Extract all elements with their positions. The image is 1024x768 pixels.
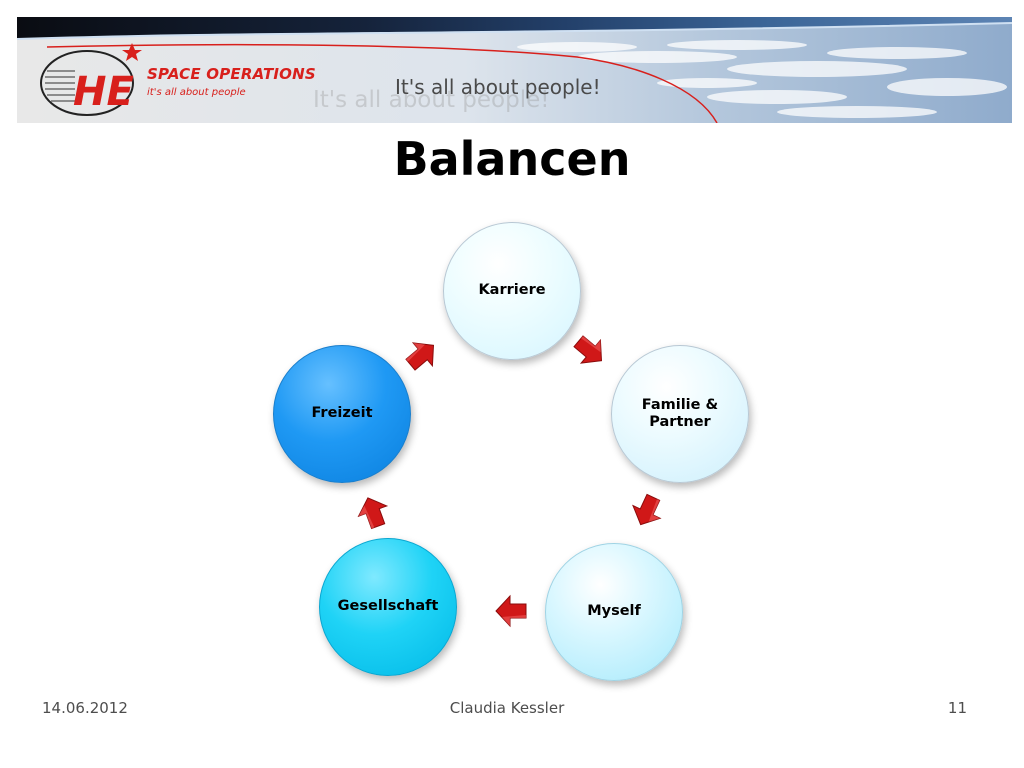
node-freizeit: Freizeit — [273, 345, 411, 483]
arrow-gesellschaft-to-freizeit-icon — [357, 497, 389, 530]
node-label: Familie & Partner — [641, 396, 719, 430]
node-label: Myself — [587, 603, 641, 620]
slide-title: Balancen — [393, 132, 631, 186]
footer-date: 14.06.2012 — [42, 699, 128, 717]
brand-tagline: it's all about people — [147, 87, 246, 98]
node-label: Karriere — [478, 282, 546, 299]
node-myself: Myself — [545, 543, 683, 681]
arrow-freizeit-to-karriere-icon — [405, 342, 435, 371]
node-label: Gesellschaft — [337, 598, 439, 615]
slogan: It's all about people! — [395, 75, 601, 99]
arrow-familie-to-myself-icon — [632, 493, 662, 526]
footer-page-number: 11 — [947, 699, 967, 717]
header-banner: HE SPACE OPERATIONS it's all about peopl… — [17, 17, 1012, 123]
footer-author: Claudia Kessler — [449, 699, 565, 717]
brand-name: SPACE OPERATIONS — [147, 65, 316, 83]
slogan-reflection: It's all about people! — [313, 87, 550, 113]
node-gesellschaft: Gesellschaft — [319, 538, 457, 676]
arrow-karriere-to-familie-icon — [573, 335, 603, 364]
earth-horizon-image — [17, 22, 1012, 123]
arrow-myself-to-gesellschaft-icon — [495, 594, 527, 628]
node-karriere: Karriere — [443, 222, 581, 360]
he-logo: HE — [40, 43, 142, 116]
node-label: Freizeit — [311, 405, 373, 422]
node-familie-partner: Familie & Partner — [611, 345, 749, 483]
svg-text:HE: HE — [73, 69, 134, 115]
